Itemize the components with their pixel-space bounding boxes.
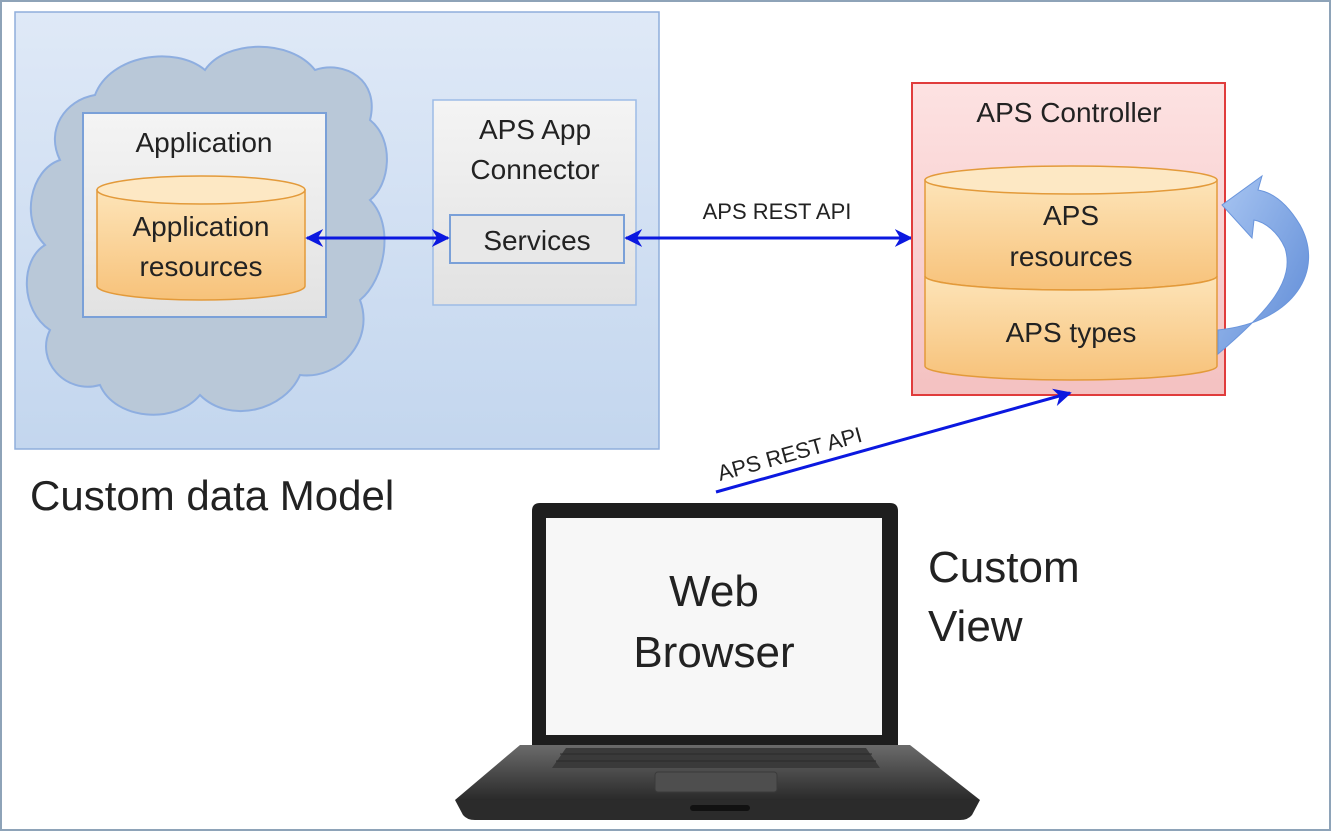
app-connector-box (432, 99, 637, 306)
laptop-icon (455, 503, 980, 820)
services-label: Services (483, 225, 590, 256)
arrow-browser-controller (715, 388, 1072, 494)
application-title: Application (136, 127, 273, 158)
model-label: Custom data Model (30, 472, 394, 519)
view-label-line2: View (928, 602, 1023, 651)
aps-controller-title: APS Controller (976, 97, 1161, 128)
curved-arrow-types-to-resources (1217, 174, 1310, 356)
view-label-line1: Custom (928, 543, 1080, 592)
aps-resources-line1: APS (1043, 200, 1099, 231)
api-label-top: APS REST API (703, 199, 852, 224)
application-resources-db: Application resources (96, 175, 306, 301)
aps-types-label: APS types (1006, 317, 1137, 348)
aps-types-db: APS types (924, 275, 1218, 381)
aps-resources-line2: resources (1010, 241, 1133, 272)
aps-resources-db: APS resources (924, 165, 1218, 291)
app-connector-title-line1: APS App (479, 114, 591, 145)
browser-label-line1: Web (669, 567, 759, 616)
app-connector-title-line2: Connector (470, 154, 599, 185)
services-box (449, 214, 625, 264)
browser-screen (546, 518, 882, 735)
application-resources-line1: Application (133, 211, 270, 242)
browser-label-line2: Browser (633, 628, 794, 677)
application-resources-line2: resources (140, 251, 263, 282)
